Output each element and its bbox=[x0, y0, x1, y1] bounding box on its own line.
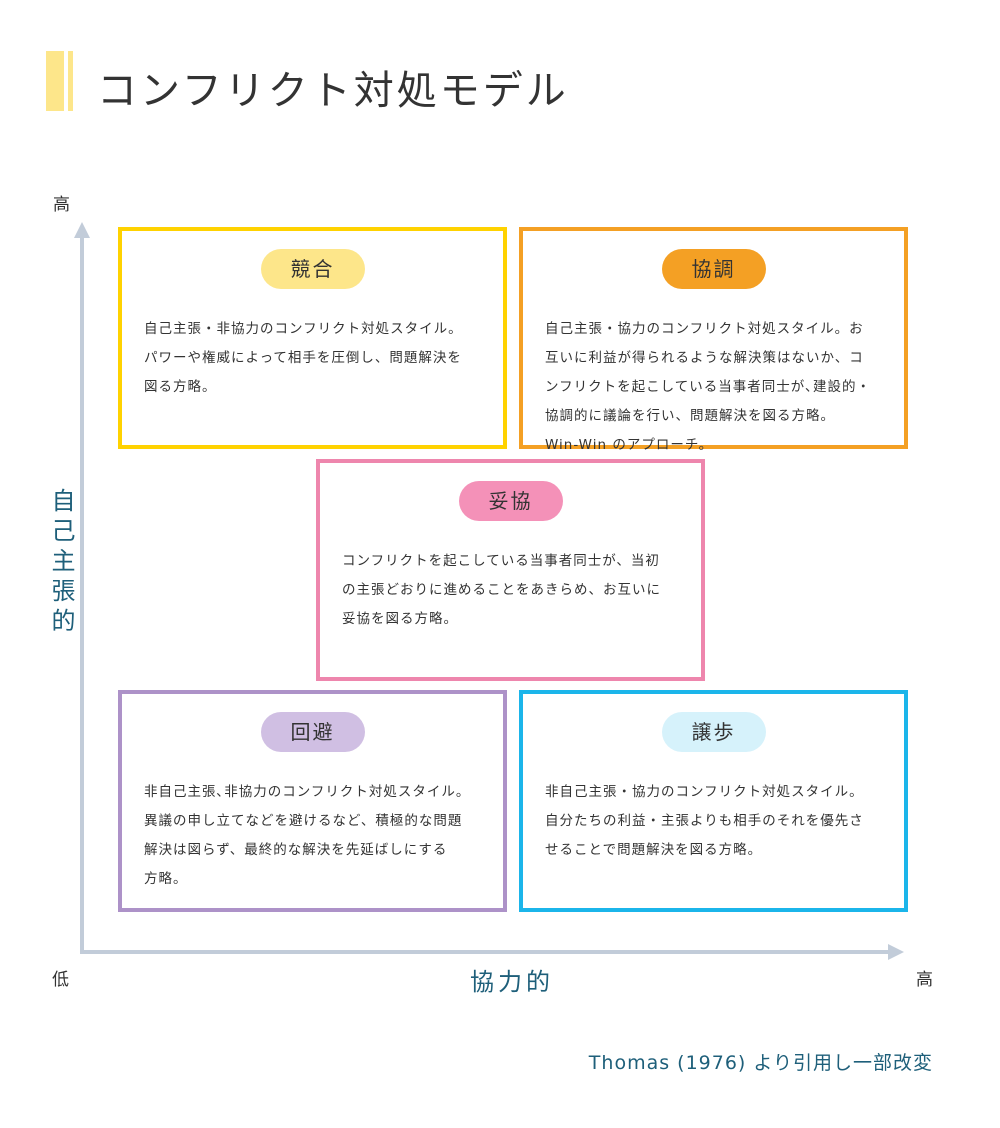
description-line: パワーや権威によって相手を圧倒し、問題解決を bbox=[144, 350, 462, 366]
description-line: 自己主張・非協力のコンフリクト対処スタイル。 bbox=[144, 321, 463, 337]
title-accent-bar-thin bbox=[68, 51, 73, 111]
x-axis-arrow-icon bbox=[888, 944, 904, 960]
citation: Thomas (1976) より引用し一部改変 bbox=[588, 1052, 933, 1074]
style-label-compromising: 妥協 bbox=[458, 481, 563, 521]
description-line: 協調的に議論を行い、問題解決を図る方略。 bbox=[545, 408, 835, 424]
description-line: 異議の申し立てなどを避けるなど、積極的な問題 bbox=[144, 813, 463, 829]
style-box-collaborating: 協調自己主張・協力のコンフリクト対処スタイル。お互いに利益が得られるような解決策… bbox=[519, 227, 908, 453]
y-axis-line bbox=[80, 236, 84, 954]
description-line: 方略。 bbox=[144, 871, 188, 887]
style-description: 非自己主張､非協力のコンフリクト対処スタイル。異議の申し立てなどを避けるなど、積… bbox=[144, 778, 489, 894]
y-axis-high-label: 高 bbox=[53, 195, 70, 215]
style-box-competing: 競合自己主張・非協力のコンフリクト対処スタイル。パワーや権威によって相手を圧倒し… bbox=[118, 227, 507, 449]
style-description: 非自己主張・協力のコンフリクト対処スタイル。自分たちの利益・主張よりも相手のそれ… bbox=[545, 778, 890, 865]
style-box-compromising: 妥協コンフリクトを起こしている当事者同士が、当初の主張どおりに進めることをあきら… bbox=[316, 459, 705, 681]
style-description: コンフリクトを起こしている当事者同士が、当初の主張どおりに進めることをあきらめ、… bbox=[342, 547, 687, 634]
description-line: 妥協を図る方略。 bbox=[342, 611, 458, 627]
x-axis-line bbox=[80, 950, 890, 954]
style-label-competing: 競合 bbox=[260, 249, 365, 289]
description-line: 自己主張・協力のコンフリクト対処スタイル。お bbox=[545, 321, 864, 337]
y-axis-arrow-icon bbox=[74, 222, 90, 238]
page-title: コンフリクト対処モデル bbox=[97, 68, 569, 114]
description-line: 図る方略。 bbox=[144, 379, 217, 395]
description-line: 非自己主張､非協力のコンフリクト対処スタイル。 bbox=[144, 784, 471, 800]
description-line: せることで問題解決を図る方略。 bbox=[545, 842, 763, 858]
description-line: ンフリクトを起こしている当事者同士が､建設的・ bbox=[545, 379, 871, 395]
x-axis-title: 協力的 bbox=[470, 968, 554, 996]
style-box-accommodating: 譲歩非自己主張・協力のコンフリクト対処スタイル。自分たちの利益・主張よりも相手の… bbox=[519, 690, 908, 912]
style-description: 自己主張・協力のコンフリクト対処スタイル。お互いに利益が得られるような解決策はな… bbox=[545, 315, 890, 460]
style-label-accommodating: 譲歩 bbox=[661, 712, 766, 752]
description-line: の主張どおりに進めることをあきらめ、お互いに bbox=[342, 582, 661, 598]
description-line: 互いに利益が得られるような解決策はないか、コ bbox=[545, 350, 864, 366]
description-line: 解決は図らず、最終的な解決を先延ばしにする bbox=[144, 842, 448, 858]
x-axis-high-label: 高 bbox=[916, 970, 933, 990]
style-label-collaborating: 協調 bbox=[661, 249, 766, 289]
style-description: 自己主張・非協力のコンフリクト対処スタイル。パワーや権威によって相手を圧倒し、問… bbox=[144, 315, 489, 402]
y-axis-title: 自己主張的 bbox=[47, 488, 75, 638]
origin-low-label: 低 bbox=[52, 970, 69, 990]
style-box-avoiding: 回避非自己主張､非協力のコンフリクト対処スタイル。異議の申し立てなどを避けるなど… bbox=[118, 690, 507, 912]
description-line: Win-Win のアプローチ。 bbox=[545, 437, 714, 453]
description-line: コンフリクトを起こしている当事者同士が、当初 bbox=[342, 553, 660, 569]
description-line: 自分たちの利益・主張よりも相手のそれを優先さ bbox=[545, 813, 864, 829]
style-label-avoiding: 回避 bbox=[260, 712, 365, 752]
description-line: 非自己主張・協力のコンフリクト対処スタイル。 bbox=[545, 784, 864, 800]
title-accent-bar bbox=[46, 51, 64, 111]
